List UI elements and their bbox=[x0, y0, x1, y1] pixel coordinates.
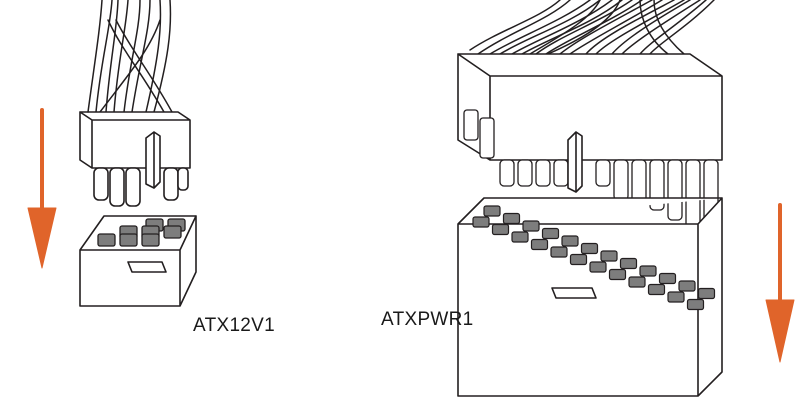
atx24-cable-plug bbox=[457, 0, 723, 251]
atx24-pin-hole bbox=[589, 261, 607, 273]
atx24-pin-hole bbox=[697, 287, 716, 300]
atx24-header-pin-holes bbox=[472, 205, 716, 311]
atx24-pin-hole bbox=[686, 298, 705, 311]
atxpwr1-label: ATXPWR1 bbox=[381, 309, 474, 330]
atx24-pin-hole bbox=[502, 212, 521, 225]
atx24-pin-hole bbox=[530, 238, 549, 251]
atx12v1-label: ATX12V1 bbox=[193, 315, 276, 336]
atx12v-plug-pins bbox=[93, 167, 189, 207]
atx24-pin-hole bbox=[569, 253, 588, 266]
atx24-pin-hole bbox=[628, 276, 646, 288]
atx24-pin-hole bbox=[647, 283, 666, 296]
atx24-pin-hole bbox=[550, 246, 568, 258]
atx24-pin-hole bbox=[580, 242, 599, 255]
atx24-pin-hole bbox=[522, 220, 540, 232]
atx24-header-notch bbox=[551, 287, 597, 299]
atx24-pin-hole bbox=[667, 291, 685, 303]
atx24-pin-hole bbox=[639, 265, 657, 277]
atx12v-wires bbox=[87, 0, 173, 113]
atx24-plug-pins bbox=[463, 109, 719, 251]
atx24-plug-housing bbox=[457, 53, 723, 161]
atx24-pin-hole bbox=[491, 223, 510, 236]
atx12v-header-notch bbox=[127, 261, 167, 273]
atx24-pin-hole bbox=[541, 227, 560, 240]
atx24-pin-hole bbox=[619, 257, 638, 270]
atx12v-plug-housing bbox=[79, 111, 191, 169]
arrow-down-icon bbox=[765, 203, 795, 363]
atx24-pin-hole bbox=[678, 280, 696, 292]
atx24-pin-hole bbox=[511, 231, 529, 243]
atx12v-motherboard-header bbox=[79, 215, 197, 307]
atx24-wires bbox=[469, 0, 715, 55]
atx24-pin-hole bbox=[608, 268, 627, 281]
atx24-pin-hole bbox=[600, 250, 618, 262]
atx24-pin-hole bbox=[483, 205, 501, 217]
atx24-motherboard-header bbox=[457, 197, 723, 397]
atx12v-header-pin-holes bbox=[97, 218, 186, 247]
atx12v-cable-plug bbox=[79, 0, 191, 207]
arrow-down-icon bbox=[27, 108, 57, 269]
atx24-pin-hole bbox=[472, 216, 490, 228]
atx24-pin-hole bbox=[561, 235, 579, 247]
atx24-plug-latch bbox=[567, 131, 583, 193]
atx24-pin-hole bbox=[658, 272, 677, 285]
atx12v-plug-latch bbox=[145, 131, 161, 189]
